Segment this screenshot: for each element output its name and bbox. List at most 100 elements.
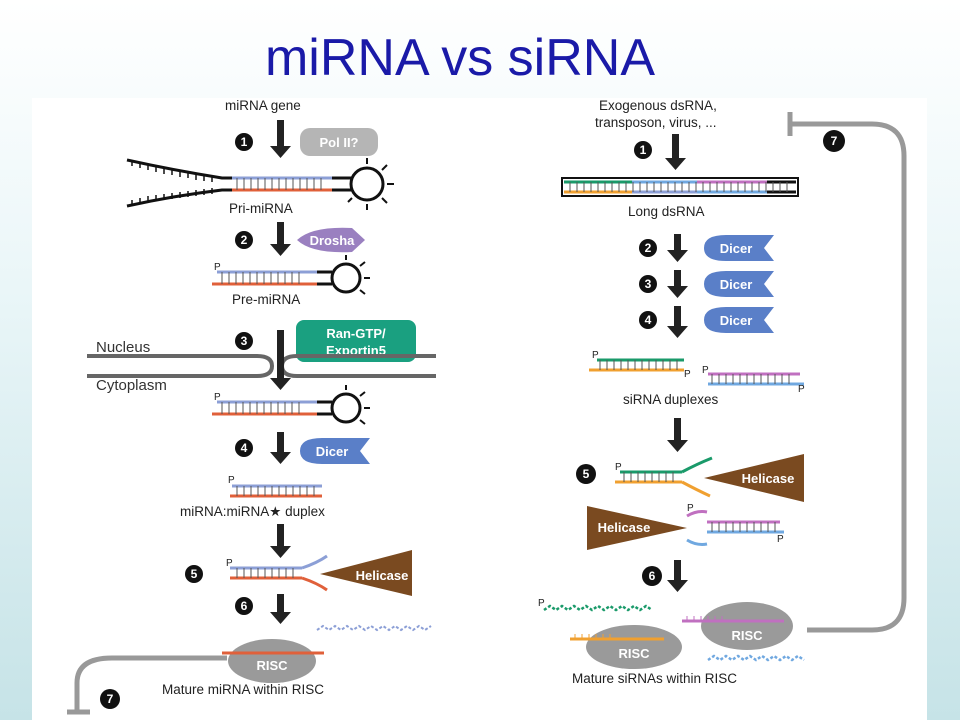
arrow-4-right-icon <box>667 306 688 338</box>
pre-mirna-structure: P <box>212 255 370 295</box>
svg-text:7: 7 <box>831 134 838 148</box>
sirna-duplexes-label: siRNA duplexes <box>623 392 719 407</box>
risc-complex-right-2: RISC <box>570 625 682 669</box>
pri-mirna-label: Pri-miRNA <box>229 201 293 216</box>
cytoplasmic-pre-mirna: P <box>212 385 370 425</box>
svg-text:RISC: RISC <box>256 658 288 673</box>
svg-text:4: 4 <box>241 441 248 455</box>
diagram-panel: miRNA gene 1 Pol II? Pri-miRNA 2 Dro <box>32 98 927 720</box>
ran-exportin-badge: Ran-GTP/ Exportin5 <box>296 320 416 362</box>
svg-text:5: 5 <box>191 567 198 581</box>
svg-text:P: P <box>228 475 235 486</box>
svg-text:P: P <box>592 350 599 361</box>
svg-text:3: 3 <box>645 277 652 291</box>
nucleus-label: Nucleus <box>96 339 150 356</box>
step-6-right: 6 <box>642 566 662 586</box>
svg-text:RISC: RISC <box>618 646 650 661</box>
step-5-right: 5 <box>576 464 596 484</box>
svg-text:2: 2 <box>241 233 248 247</box>
step-3-left: 3 <box>235 332 253 350</box>
pol-ii-badge: Pol II? <box>300 128 378 156</box>
feedback-loop-right <box>787 112 907 633</box>
step-1-left: 1 <box>235 133 253 151</box>
svg-text:P: P <box>798 384 805 395</box>
mirna-duplex: P <box>228 475 322 498</box>
helicase-badge-right-1: Helicase <box>704 454 804 502</box>
svg-text:RISC: RISC <box>731 628 763 643</box>
svg-text:P: P <box>777 534 784 545</box>
svg-text:Helicase: Helicase <box>356 568 409 583</box>
step-7-left: 7 <box>100 689 120 709</box>
unwinding-sirna-1: P <box>615 456 713 498</box>
mirna-duplex-label: miRNA:miRNA★ duplex <box>180 504 325 519</box>
mature-mirna-label: Mature miRNA within RISC <box>162 682 324 697</box>
svg-text:P: P <box>214 262 221 273</box>
arrow-duplexes-right-icon <box>667 418 688 452</box>
svg-text:P: P <box>702 365 709 376</box>
helicase-badge-right-2: Helicase <box>587 506 687 550</box>
degraded-strand-green: P <box>538 598 653 612</box>
unwinding-duplex-left: P <box>226 554 328 592</box>
arrow-4-left-icon <box>270 432 291 464</box>
step-2-left: 2 <box>235 231 253 249</box>
svg-text:Dicer: Dicer <box>720 241 753 256</box>
pri-mirna-structure <box>126 158 394 210</box>
inhibition-line-left <box>67 655 227 715</box>
risc-complex-right-1: RISC <box>682 602 793 650</box>
svg-text:P: P <box>214 392 221 403</box>
arrow-6-left-icon <box>270 594 291 624</box>
arrow-2-left-icon <box>270 222 291 256</box>
step-7-right: 7 <box>823 130 845 152</box>
svg-text:2: 2 <box>645 241 652 255</box>
svg-text:Dicer: Dicer <box>720 277 753 292</box>
svg-text:3: 3 <box>241 334 248 348</box>
step-2-right: 2 <box>639 239 657 257</box>
svg-text:6: 6 <box>241 599 248 613</box>
step-4-left: 4 <box>235 439 253 457</box>
degraded-strand-lightblue <box>707 654 805 662</box>
svg-text:P: P <box>538 598 545 609</box>
svg-text:Dicer: Dicer <box>316 444 349 459</box>
page-title: miRNA vs siRNA <box>264 29 656 87</box>
exogenous-label-1: Exogenous dsRNA, <box>599 98 717 113</box>
svg-text:P: P <box>687 503 694 514</box>
svg-text:Pol II?: Pol II? <box>320 135 359 150</box>
svg-text:Dicer: Dicer <box>720 313 753 328</box>
arrow-6-right-icon <box>667 560 688 592</box>
svg-text:6: 6 <box>649 569 656 583</box>
svg-text:Helicase: Helicase <box>598 520 651 535</box>
dicer-badge-right-1: Dicer <box>704 235 774 261</box>
arrow-1-right-icon <box>665 134 686 170</box>
cytoplasm-label: Cytoplasm <box>96 377 167 394</box>
long-dsrna <box>561 177 799 197</box>
sirna-duplex-2: P P <box>702 365 805 395</box>
pre-mirna-label: Pre-miRNA <box>232 292 300 307</box>
svg-text:1: 1 <box>241 135 248 149</box>
diagram-svg: miRNA gene 1 Pol II? Pri-miRNA 2 Dro <box>67 98 907 715</box>
sirna-duplex-1: P P <box>589 350 691 380</box>
long-dsrna-label: Long dsRNA <box>628 204 705 219</box>
dicer-badge-right-3: Dicer <box>704 307 774 333</box>
arrow-duplex-left-icon <box>270 524 291 558</box>
arrow-1-left-icon <box>270 120 291 158</box>
svg-text:4: 4 <box>645 313 652 327</box>
dicer-badge-left: Dicer <box>300 438 370 464</box>
exogenous-label-2: transposon, virus, ... <box>595 115 717 130</box>
svg-text:P: P <box>615 462 622 473</box>
risc-complex-left: RISC <box>222 639 324 683</box>
arrow-2-right-icon <box>667 234 688 262</box>
arrow-3-right-icon <box>667 270 688 298</box>
svg-text:5: 5 <box>583 467 590 481</box>
unwinding-sirna-2: P P <box>686 503 784 546</box>
step-5-left: 5 <box>185 565 203 583</box>
helicase-badge-left: Helicase <box>320 550 412 596</box>
svg-text:1: 1 <box>640 143 647 157</box>
svg-text:Drosha: Drosha <box>310 233 356 248</box>
svg-text:7: 7 <box>107 692 114 706</box>
degraded-strand-left <box>316 624 432 632</box>
mature-sirna-label: Mature siRNAs within RISC <box>572 671 737 686</box>
svg-text:P: P <box>226 558 233 569</box>
dicer-badge-right-2: Dicer <box>704 271 774 297</box>
arrow-3-left-icon <box>270 330 291 390</box>
svg-text:P: P <box>684 369 691 380</box>
